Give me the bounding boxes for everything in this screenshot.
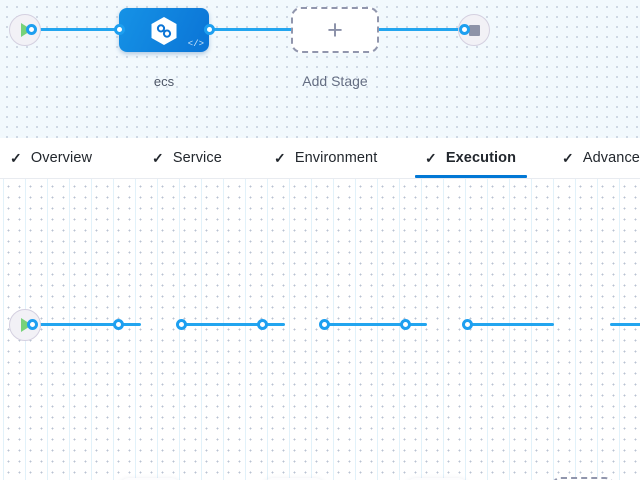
check-icon: ✓ — [10, 150, 22, 166]
step2-output-dot — [319, 319, 330, 330]
step-node-ecs-service-setup[interactable]: </> — [119, 478, 181, 480]
connector-addstep-to-right — [610, 323, 640, 326]
connector-start-to-stage — [30, 28, 130, 31]
step3-output-dot — [462, 319, 473, 330]
connector-stage-to-addstage — [204, 28, 296, 31]
stage-input-dot — [114, 24, 125, 35]
add-stage-button[interactable]: + — [291, 7, 379, 53]
check-icon: ✓ — [425, 150, 437, 166]
connector-step2-to-step3 — [323, 323, 427, 326]
execstart-connector-dot — [27, 319, 38, 330]
stage-output-dot — [204, 24, 215, 35]
check-icon: ✓ — [152, 150, 164, 166]
connector-step1-to-step2 — [180, 323, 285, 326]
end-connector-dot — [459, 24, 470, 35]
active-tab-underline — [415, 175, 527, 178]
connector-addstage-to-end — [374, 28, 464, 31]
tab-environment[interactable]: ✓ Environment — [274, 138, 377, 178]
step2-input-dot — [257, 319, 268, 330]
connector-step3-to-addstep — [465, 323, 554, 326]
tab-service[interactable]: ✓ Service — [152, 138, 222, 178]
step-node-100-percentage-traffic-increase[interactable]: </> — [406, 478, 468, 480]
start-connector-dot — [26, 24, 37, 35]
tab-advanced[interactable]: ✓ Advanced — [562, 138, 640, 178]
execution-canvas[interactable]: </> </> </> + — [0, 179, 640, 480]
stage-node-ecs[interactable]: </> — [119, 8, 209, 52]
tabs-row: ✓ Overview ✓ Service ✓ Environment ✓ Exe… — [0, 138, 640, 178]
add-stage-label: Add Stage — [302, 73, 368, 89]
step-node-50-percent-traffic-increase[interactable]: </> — [263, 478, 325, 480]
step1-output-dot — [176, 319, 187, 330]
connector-execstart-to-step1 — [31, 323, 141, 326]
pipeline-tabbar: ✓ Overview ✓ Service ✓ Environment ✓ Exe… — [0, 138, 640, 179]
check-icon: ✓ — [562, 150, 574, 166]
tab-label: Overview — [30, 150, 93, 166]
step1-input-dot — [113, 319, 124, 330]
tab-label: Advanced — [582, 150, 640, 166]
stage-canvas[interactable]: </> + ecs Add Stage — [0, 0, 640, 138]
tab-label: Service — [172, 150, 222, 166]
check-icon: ✓ — [274, 150, 286, 166]
plus-icon: + — [327, 14, 343, 45]
play-icon — [21, 318, 32, 332]
tab-label: Environment — [294, 150, 378, 166]
stage-node-label: ecs — [153, 74, 175, 89]
step3-input-dot — [400, 319, 411, 330]
tab-execution[interactable]: ✓ Execution — [425, 138, 516, 178]
tab-overview[interactable]: ✓ Overview — [10, 138, 92, 178]
tab-label: Execution — [445, 150, 517, 166]
stop-icon — [468, 24, 480, 36]
harness-hexagon-icon — [150, 16, 178, 51]
stage-code-tag: </> — [187, 39, 204, 49]
